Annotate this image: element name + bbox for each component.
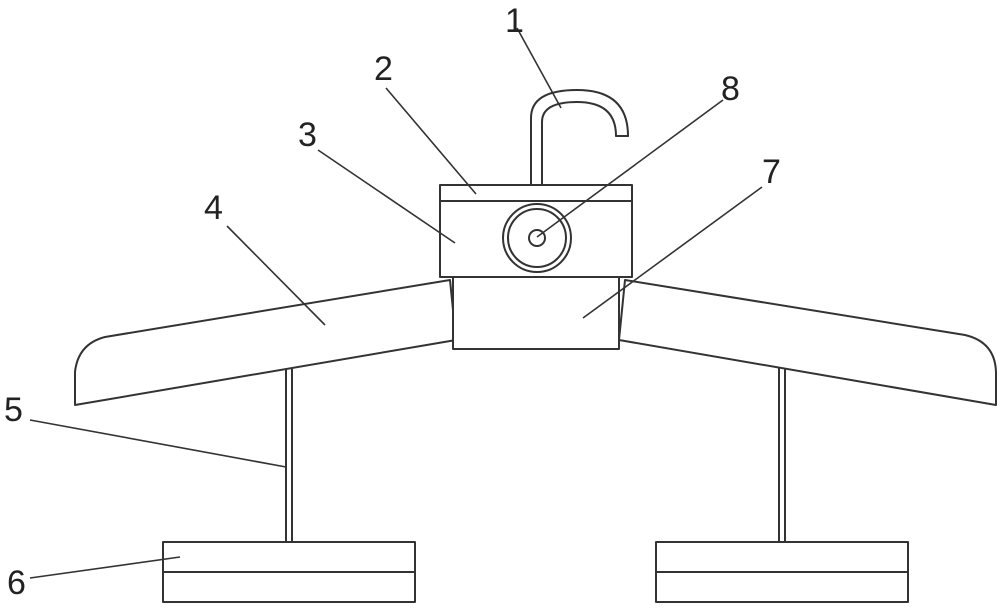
right-clamp — [655, 541, 909, 603]
head-block — [439, 200, 633, 278]
leader-8 — [536, 99, 724, 238]
left-clamp — [162, 541, 416, 603]
left-hanging-rod — [285, 367, 293, 543]
leader-7 — [582, 186, 763, 319]
leader-1 — [516, 27, 562, 109]
lower-block — [452, 276, 620, 350]
right-arm — [618, 279, 997, 406]
label-5: 5 — [4, 391, 23, 429]
label-8: 8 — [721, 70, 740, 108]
leader-2 — [385, 87, 477, 195]
label-1: 1 — [505, 2, 524, 40]
left-arm — [74, 279, 457, 406]
leader-6 — [29, 556, 181, 579]
leader-5 — [29, 419, 287, 468]
label-4: 4 — [204, 189, 223, 227]
label-7: 7 — [762, 153, 781, 191]
right-hanging-rod — [778, 367, 786, 543]
hook — [530, 89, 629, 189]
label-3: 3 — [298, 116, 317, 154]
leader-4 — [226, 225, 326, 326]
leader-3 — [317, 149, 456, 244]
label-2: 2 — [374, 50, 393, 88]
knob — [502, 203, 572, 273]
label-6: 6 — [7, 564, 26, 602]
